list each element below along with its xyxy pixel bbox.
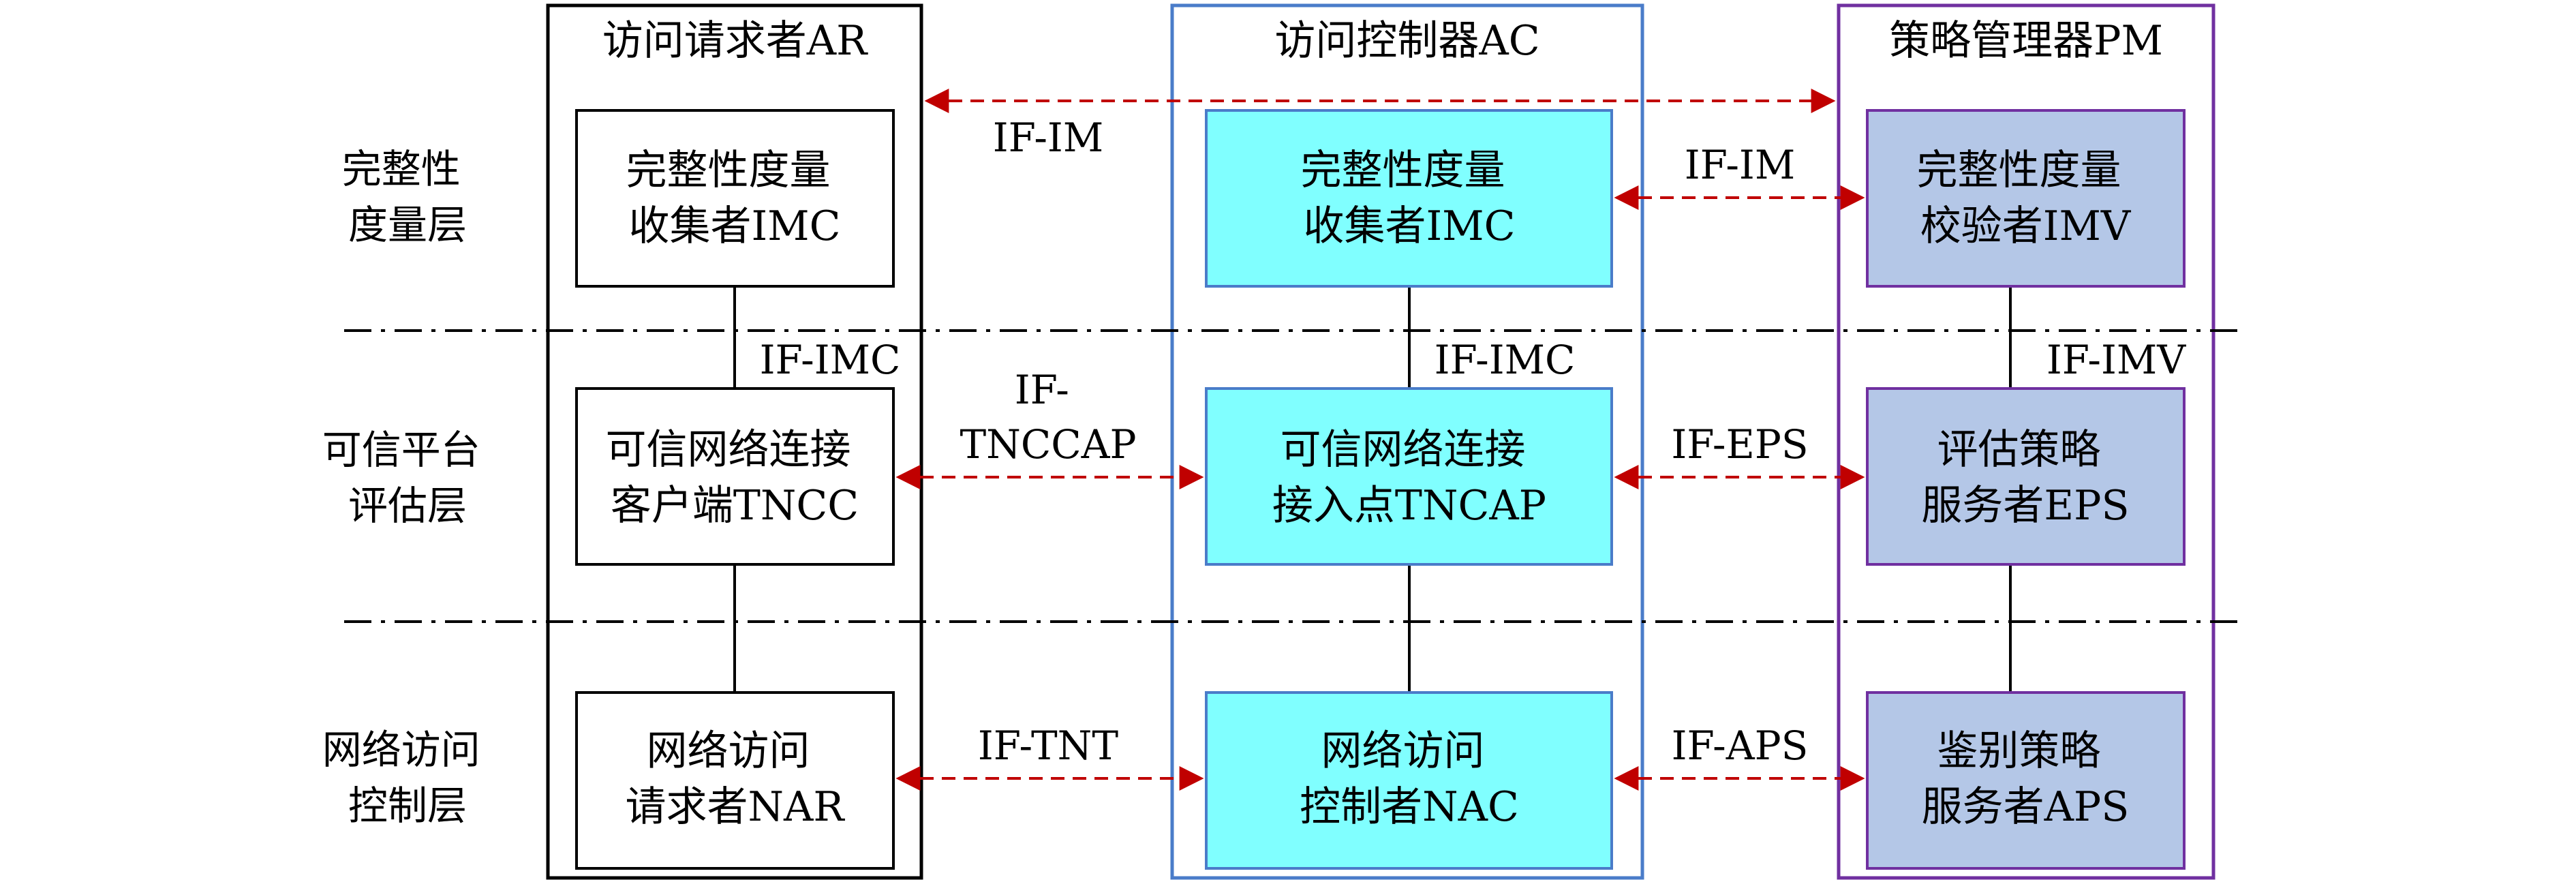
pm-title: 策略管理器PM xyxy=(1889,17,2163,65)
ac-imc-box xyxy=(1205,109,1613,288)
iface-label-tnt: IF-TNT xyxy=(978,723,1119,769)
pm-imv-label: 完整性度量 校验者IMV xyxy=(1916,147,2134,250)
iface-label-eps: IF-EPS xyxy=(1671,421,1808,468)
ar-imc-label: 完整性度量 收集者IMC xyxy=(626,147,843,250)
ar-tncc-box xyxy=(575,387,895,566)
iface-label-top-im: IF-IM xyxy=(993,115,1103,161)
ar-title: 访问请求者AR xyxy=(602,17,868,65)
pm-container xyxy=(1837,3,2215,880)
pm-aps-label: 鉴别策略 服务者APS xyxy=(1922,727,2130,831)
pm-aps-box xyxy=(1866,691,2186,870)
iface-label-ac-pm-im: IF-IM xyxy=(1685,142,1795,188)
iface-label-ar-imc: IF-IMC xyxy=(760,337,901,383)
ac-nac-label: 网络访问 控制者NAC xyxy=(1300,727,1519,831)
ar-tncc-label: 可信网络连接 客户端TNCC xyxy=(605,426,863,530)
ac-title: 访问控制器AC xyxy=(1274,17,1539,65)
ar-imc-box xyxy=(575,109,895,288)
iface-label-tnccap: IF- TNCCAP xyxy=(960,367,1136,468)
ar-container xyxy=(546,3,923,880)
ac-tncap-box xyxy=(1205,387,1613,566)
iface-label-ac-imc: IF-IMC xyxy=(1435,337,1576,383)
pm-imv-box xyxy=(1866,109,2186,288)
pm-eps-label: 评估策略 服务者EPS xyxy=(1921,426,2129,530)
ac-imc-label: 完整性度量 收集者IMC xyxy=(1300,147,1518,250)
iface-label-aps: IF-APS xyxy=(1672,723,1809,769)
iface-label-pm-imv: IF-IMV xyxy=(2046,337,2186,383)
ac-container xyxy=(1170,3,1644,880)
pm-eps-box xyxy=(1866,387,2186,566)
ar-nar-box xyxy=(575,691,895,870)
layer-label-integrity: 完整性 度量层 xyxy=(342,146,473,248)
layer-label-network: 网络访问 控制层 xyxy=(322,727,493,829)
layer-label-platform: 可信平台 评估层 xyxy=(322,427,493,529)
ar-nar-label: 网络访问 请求者NAR xyxy=(625,727,845,831)
ac-nac-box xyxy=(1205,691,1613,870)
ac-tncap-label: 可信网络连接 接入点TNCAP xyxy=(1272,426,1546,530)
